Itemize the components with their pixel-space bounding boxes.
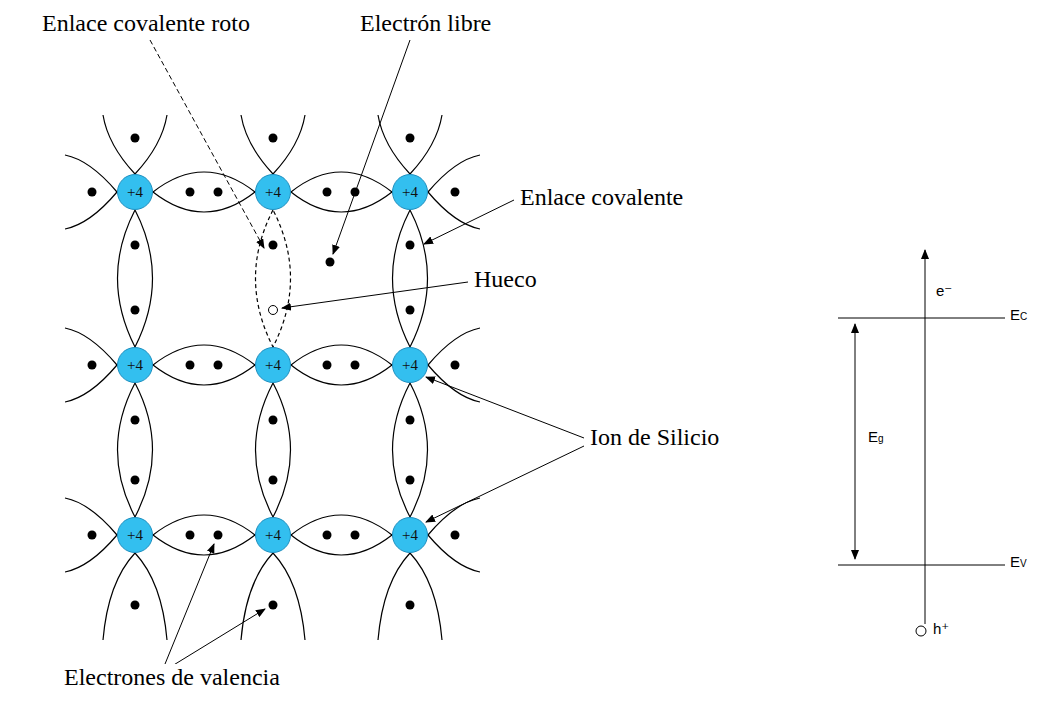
hole [269,306,278,315]
silicon-ion: +4 [255,347,291,383]
silicon-ion: +4 [392,517,428,553]
silicon-ion: +4 [255,517,291,553]
electron-symbol: e⁻ [934,282,954,299]
callout-label: Ion de Silicio [588,424,721,452]
ion-charge: +4 [265,357,281,374]
silicon-ion: +4 [392,347,428,383]
ion-charge: +4 [265,527,281,544]
ion-charge: +4 [127,527,143,544]
callout-label: Electrón libre [358,10,493,38]
band-diagram [838,250,1005,636]
band-gap: Eg [866,428,886,445]
callout-label: Enlace covalente roto [40,10,252,38]
energy-level: EC [1008,306,1029,323]
callout-label: Enlace covalente [518,184,685,212]
ion-charge: +4 [127,357,143,374]
callout-label: Hueco [472,266,539,294]
leader-lines [150,40,584,666]
covalent-bonds [65,115,480,640]
ion-charge: +4 [402,357,418,374]
ion-charge: +4 [127,184,143,201]
silicon-ion: +4 [117,174,153,210]
callout-label: Electrones de valencia [62,664,282,692]
silicon-ion: +4 [117,347,153,383]
hole-symbol: h⁺ [931,620,951,637]
valence-electrons [88,134,460,610]
silicon-ion: +4 [117,517,153,553]
ion-charge: +4 [402,184,418,201]
free-electron [326,258,335,267]
ion-charge: +4 [265,184,281,201]
ion-charge: +4 [402,527,418,544]
silicon-ion: +4 [392,174,428,210]
silicon-ion: +4 [255,174,291,210]
energy-level: EV [1008,553,1029,570]
